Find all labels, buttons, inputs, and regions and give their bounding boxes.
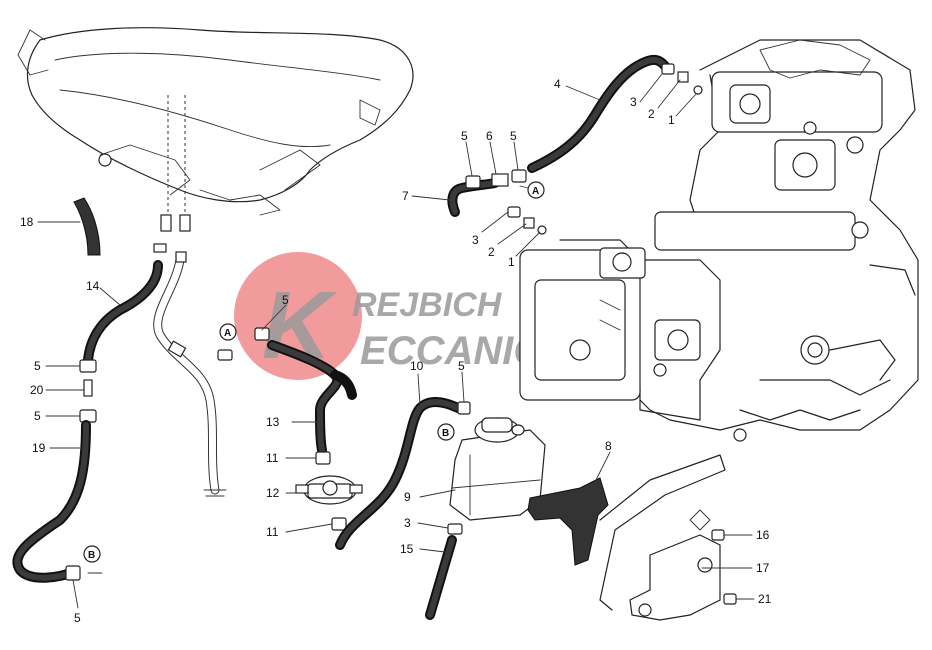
callout-10: 10 [410,359,424,373]
engine-assembly [519,39,919,442]
callout-17: 17 [756,561,770,575]
connector-markers: A A B B [83,181,545,563]
clamp-5f [465,175,481,189]
callout-11: 11 [266,525,279,539]
clamp-5e [457,401,471,415]
watermark-k-letter: K [262,272,338,379]
callout-18: 18 [20,215,34,229]
callout-2: 2 [488,245,495,259]
clamp-3b [661,63,675,75]
callout-16: 16 [756,528,770,542]
callout-12: 12 [266,486,280,500]
bolt-16 [711,529,725,541]
clamp-fitting-stack-left [79,359,97,423]
clamp-5b [79,409,97,423]
callout-11: 11 [266,451,279,465]
fitting-2b [523,217,535,229]
callout-19: 19 [32,441,46,455]
callout-labels: 18 14 5 20 5 19 5 5 13 11 12 11 10 5 9 3… [20,77,772,625]
callout-3: 3 [630,95,637,109]
connector-fitting-a [217,349,233,361]
fitting-20 [83,379,93,397]
svg-text:B: B [88,550,95,561]
watermark-text-line1: REJBICH [352,286,503,324]
hose-19 [12,420,91,583]
hose-18 [73,197,101,256]
hose-13 [217,327,357,455]
t-piece-6 [491,173,509,187]
clamp-5d [254,327,270,341]
clamp-5c [65,565,81,581]
clamp-11a [315,451,331,465]
watermark-circle [234,252,362,380]
clamp-3a [447,523,463,535]
hose-4 [527,54,703,173]
clamp-11b [331,517,347,531]
connector-a-left: A [219,323,237,341]
callout-5: 5 [510,129,517,143]
callout-5: 5 [282,293,289,307]
connector-a-top: A [527,181,545,199]
callout-5: 5 [34,409,41,423]
connector-b-left: B [83,545,101,563]
callout-8: 8 [605,439,612,453]
washer-1a [693,85,703,95]
reservoir-9 [447,417,546,535]
washer-21 [723,593,737,605]
callout-3: 3 [472,233,479,247]
hose-14 [83,260,163,365]
clamp-3c [507,206,521,218]
callout-14: 14 [86,279,100,293]
callout-1: 1 [508,255,515,269]
hose-10 [335,397,471,550]
clamp-5a [79,359,97,373]
bracket-17-assembly [599,454,737,621]
fitting-2a [677,71,689,83]
callout-4: 4 [554,77,561,91]
frame-outline [17,27,414,216]
callout-7: 7 [402,189,409,203]
connector-b-reservoir: B [437,423,455,441]
callout-6: 6 [486,129,493,143]
frame-vent-fittings [153,214,191,253]
valve-12-assembly [295,451,363,531]
callout-21: 21 [758,592,772,606]
svg-text:A: A [532,186,539,197]
callout-20: 20 [30,383,44,397]
return-hose-outline [153,251,227,497]
callout-9: 9 [404,490,411,504]
callout-5: 5 [74,611,81,625]
clamp-5g [511,169,527,183]
hose-7-assembly [447,169,547,235]
callout-5: 5 [461,129,468,143]
callout-3: 3 [404,516,411,530]
callout-13: 13 [266,415,280,429]
hose-15 [425,535,457,620]
callout-15: 15 [400,542,414,556]
callout-5: 5 [458,359,465,373]
svg-text:B: B [442,428,449,439]
leader-lines [37,73,755,609]
svg-text:A: A [224,328,231,339]
callout-5: 5 [34,359,41,373]
callout-1: 1 [668,113,675,127]
callout-2: 2 [648,107,655,121]
